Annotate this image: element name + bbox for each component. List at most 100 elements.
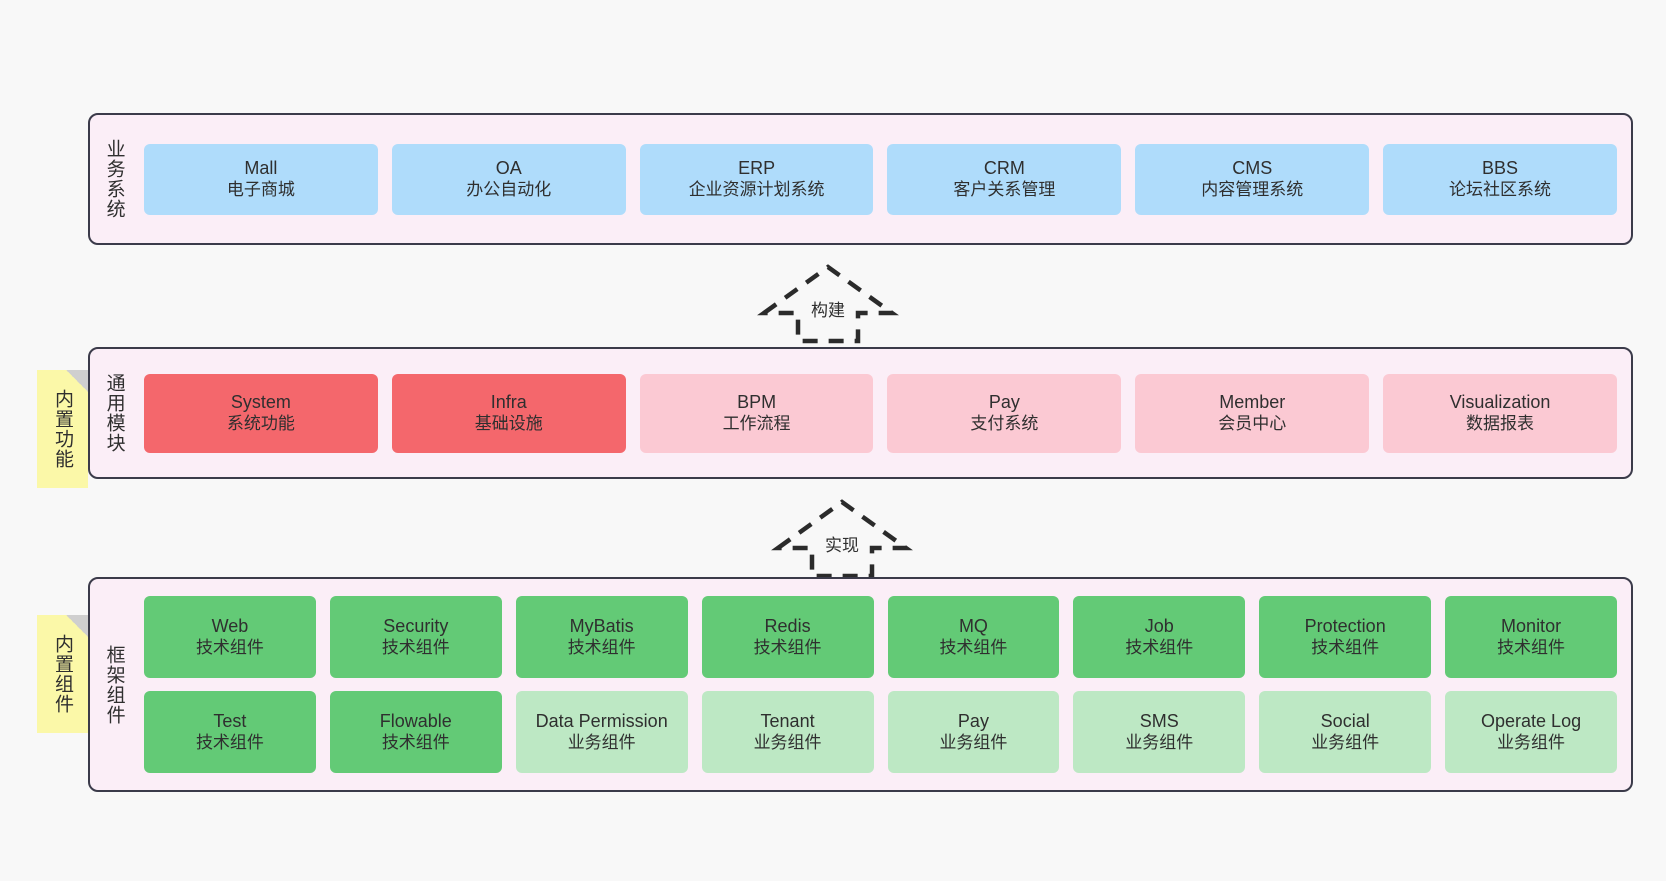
dashed-up-arrow-icon bbox=[757, 264, 899, 344]
card-title: BBS bbox=[1482, 157, 1519, 178]
card-title: Pay bbox=[988, 391, 1020, 412]
card-erp[interactable]: ERP 企业资源计划系统 bbox=[639, 143, 874, 215]
card-redis[interactable]: Redis 技术组件 bbox=[701, 596, 874, 678]
card-subtitle: 基础设施 bbox=[474, 413, 543, 433]
card-title: Operate Log bbox=[1481, 710, 1582, 731]
layer-body-business: Mall 电子商城 OA 办公自动化 ERP 企业资源计划系统 CRM 客户关系… bbox=[138, 115, 1631, 243]
card-oa[interactable]: OA 办公自动化 bbox=[391, 143, 626, 215]
layer-title-modules: 通用模块 bbox=[103, 373, 125, 453]
card-subtitle: 业务组件 bbox=[753, 732, 822, 752]
card-subtitle: 工作流程 bbox=[722, 413, 791, 433]
sticky-note-builtin-components: 内置组件 bbox=[37, 615, 88, 733]
card-subtitle: 技术组件 bbox=[195, 637, 264, 657]
sticky-label: 内置组件 bbox=[52, 634, 73, 714]
row: System 系统功能 Infra 基础设施 BPM 工作流程 Pay 支付系统… bbox=[144, 373, 1617, 453]
card-title: BPM bbox=[737, 391, 777, 412]
card-subtitle: 业务组件 bbox=[1497, 732, 1566, 752]
card-subtitle: 技术组件 bbox=[381, 637, 450, 657]
card-pay-business[interactable]: Pay 业务组件 bbox=[887, 691, 1060, 773]
card-subtitle: 业务组件 bbox=[1311, 732, 1380, 752]
card-title: Flowable bbox=[379, 710, 452, 731]
card-flowable[interactable]: Flowable 技术组件 bbox=[329, 691, 502, 773]
card-title: CMS bbox=[1232, 157, 1273, 178]
card-subtitle: 业务组件 bbox=[939, 732, 1008, 752]
card-title: CRM bbox=[983, 157, 1025, 178]
card-title: System bbox=[230, 391, 291, 412]
card-subtitle: 技术组件 bbox=[1311, 637, 1380, 657]
card-title: Visualization bbox=[1449, 391, 1551, 412]
row: Web 技术组件 Security 技术组件 MyBatis 技术组件 Redi… bbox=[144, 596, 1617, 678]
card-subtitle: 会员中心 bbox=[1218, 413, 1287, 433]
layer-common-modules: 通用模块 System 系统功能 Infra 基础设施 BPM 工作流程 Pay… bbox=[88, 347, 1633, 479]
card-security[interactable]: Security 技术组件 bbox=[329, 596, 502, 678]
card-title: Security bbox=[383, 615, 449, 636]
card-title: MQ bbox=[958, 615, 988, 636]
row: Mall 电子商城 OA 办公自动化 ERP 企业资源计划系统 CRM 客户关系… bbox=[144, 143, 1617, 215]
card-subtitle: 支付系统 bbox=[970, 413, 1039, 433]
card-subtitle: 技术组件 bbox=[381, 732, 450, 752]
card-mybatis[interactable]: MyBatis 技术组件 bbox=[515, 596, 688, 678]
card-subtitle: 业务组件 bbox=[1125, 732, 1194, 752]
card-title: Job bbox=[1144, 615, 1174, 636]
card-sms[interactable]: SMS 业务组件 bbox=[1073, 691, 1246, 773]
card-member[interactable]: Member 会员中心 bbox=[1135, 373, 1370, 453]
card-bpm[interactable]: BPM 工作流程 bbox=[639, 373, 874, 453]
card-subtitle: 技术组件 bbox=[753, 637, 822, 657]
card-social[interactable]: Social 业务组件 bbox=[1259, 691, 1432, 773]
card-web[interactable]: Web 技术组件 bbox=[144, 596, 316, 678]
card-cms[interactable]: CMS 内容管理系统 bbox=[1135, 143, 1370, 215]
card-title: MyBatis bbox=[569, 615, 634, 636]
card-subtitle: 技术组件 bbox=[1497, 637, 1566, 657]
card-crm[interactable]: CRM 客户关系管理 bbox=[887, 143, 1122, 215]
card-mall[interactable]: Mall 电子商城 bbox=[144, 143, 378, 215]
card-subtitle: 办公自动化 bbox=[466, 179, 552, 199]
card-title: Pay bbox=[957, 710, 989, 731]
card-subtitle: 企业资源计划系统 bbox=[688, 179, 825, 199]
card-bbs[interactable]: BBS 论坛社区系统 bbox=[1383, 143, 1617, 215]
card-subtitle: 客户关系管理 bbox=[953, 179, 1056, 199]
card-infra[interactable]: Infra 基础设施 bbox=[391, 373, 626, 453]
card-test[interactable]: Test 技术组件 bbox=[144, 691, 316, 773]
card-title: Redis bbox=[764, 615, 811, 636]
card-subtitle: 技术组件 bbox=[567, 637, 636, 657]
card-subtitle: 系统功能 bbox=[226, 413, 295, 433]
card-title: Member bbox=[1219, 391, 1286, 412]
sticky-note-builtin-features: 内置功能 bbox=[37, 370, 88, 488]
card-title: Test bbox=[213, 710, 247, 731]
card-subtitle: 业务组件 bbox=[567, 732, 636, 752]
card-subtitle: 技术组件 bbox=[1125, 637, 1194, 657]
card-title: ERP bbox=[738, 157, 776, 178]
card-title: SMS bbox=[1139, 710, 1179, 731]
layer-body-modules: System 系统功能 Infra 基础设施 BPM 工作流程 Pay 支付系统… bbox=[138, 349, 1631, 477]
card-operate-log[interactable]: Operate Log 业务组件 bbox=[1445, 691, 1617, 773]
card-title: Monitor bbox=[1501, 615, 1562, 636]
layer-framework-components: 框架组件 Web 技术组件 Security 技术组件 MyBatis 技术组件… bbox=[88, 577, 1633, 792]
layer-business-systems: 业务系统 Mall 电子商城 OA 办公自动化 ERP 企业资源计划系统 CRM… bbox=[88, 113, 1633, 245]
layer-body-framework: Web 技术组件 Security 技术组件 MyBatis 技术组件 Redi… bbox=[138, 579, 1631, 790]
card-title: Data Permission bbox=[535, 710, 668, 731]
sticky-label: 内置功能 bbox=[52, 389, 73, 469]
card-tenant[interactable]: Tenant 业务组件 bbox=[701, 691, 874, 773]
card-subtitle: 数据报表 bbox=[1466, 413, 1535, 433]
card-pay[interactable]: Pay 支付系统 bbox=[887, 373, 1122, 453]
arrow-build: 构建 bbox=[757, 263, 899, 344]
card-system[interactable]: System 系统功能 bbox=[144, 373, 378, 453]
card-job[interactable]: Job 技术组件 bbox=[1073, 596, 1246, 678]
layer-title-business: 业务系统 bbox=[103, 139, 125, 219]
card-data-permission[interactable]: Data Permission 业务组件 bbox=[515, 691, 688, 773]
card-title: Tenant bbox=[760, 710, 815, 731]
card-subtitle: 内容管理系统 bbox=[1201, 179, 1304, 199]
card-mq[interactable]: MQ 技术组件 bbox=[887, 596, 1060, 678]
layer-title-framework: 框架组件 bbox=[103, 644, 125, 725]
arrow-implement: 实现 bbox=[771, 498, 913, 579]
card-monitor[interactable]: Monitor 技术组件 bbox=[1445, 596, 1617, 678]
card-title: Infra bbox=[490, 391, 527, 412]
card-title: Social bbox=[1320, 710, 1370, 731]
card-subtitle: 技术组件 bbox=[195, 732, 264, 752]
card-protection[interactable]: Protection 技术组件 bbox=[1259, 596, 1432, 678]
card-title: Web bbox=[211, 615, 249, 636]
card-visualization[interactable]: Visualization 数据报表 bbox=[1383, 373, 1617, 453]
row: Test 技术组件 Flowable 技术组件 Data Permission … bbox=[144, 691, 1617, 773]
card-title: Mall bbox=[244, 157, 278, 178]
card-subtitle: 论坛社区系统 bbox=[1449, 179, 1552, 199]
